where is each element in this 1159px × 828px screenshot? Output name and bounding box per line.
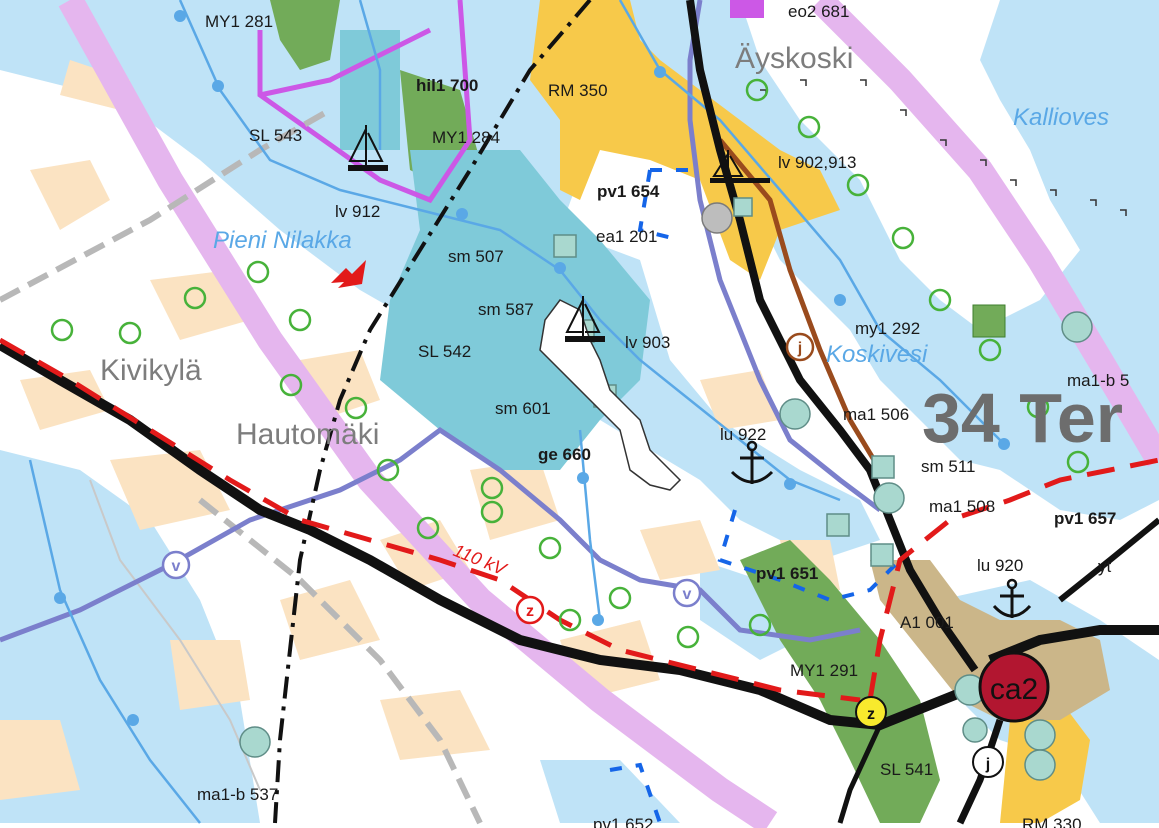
- label-sl-542: SL 542: [418, 342, 471, 361]
- line-nodes: [54, 10, 1010, 726]
- rail-marks-east: [760, 79, 1127, 216]
- label-ma1b-537: ma1-b 537: [197, 785, 278, 804]
- sailboat-icon: [710, 150, 770, 183]
- municipal-boundary: [273, 0, 592, 824]
- label-ge-660: ge 660: [538, 445, 591, 464]
- label-sm-511: sm 511: [921, 457, 976, 476]
- circle-j-icon: j: [972, 746, 1004, 778]
- svg-text:z: z: [867, 706, 875, 723]
- sailboat-icon: [348, 125, 388, 171]
- circle-v-icon: v: [672, 578, 702, 608]
- circle-z-icon: z: [515, 595, 545, 625]
- circle-j-icon: j: [785, 332, 815, 362]
- label-sm-601: sm 601: [495, 399, 551, 418]
- label-my1-284: MY1 284: [432, 128, 500, 147]
- sailboat-icon: [565, 296, 605, 342]
- municipality-label: 34 Ter: [922, 379, 1123, 457]
- water-name-pieni-nilakka: Pieni Nilakka: [213, 227, 352, 254]
- label-ea1-201: ea1 201: [596, 227, 657, 246]
- svg-text:v: v: [683, 586, 692, 603]
- label-lv-912: lv 912: [335, 202, 380, 221]
- label-lv-902-913: lv 902,913: [778, 153, 856, 172]
- label-sl-541: SL 541: [880, 760, 933, 779]
- label-hil1-700: hil1 700: [416, 76, 478, 95]
- magenta-boundary: [257, 0, 473, 204]
- circle-v-icon: v: [161, 550, 191, 580]
- water-name-koskivesi: Koskivesi: [826, 341, 928, 368]
- regional-center-marker[interactable]: [978, 651, 1050, 723]
- gray-dash-line-north: [0, 107, 332, 303]
- label-my1-292: my1 292: [855, 319, 920, 338]
- area-code-labels: MY1 281 eo2 681 hil1 700 RM 350 SL 543 M…: [197, 2, 1129, 828]
- svg-text:j: j: [797, 340, 802, 357]
- label-lu-922: lu 922: [720, 425, 766, 444]
- circle-z-icon: z: [855, 696, 887, 728]
- label-ma1-508: ma1 508: [929, 497, 995, 516]
- agricultural-zone: [530, 0, 840, 280]
- label-pv1-657: pv1 657: [1054, 509, 1116, 528]
- road-south-west: [837, 723, 883, 824]
- anchor-icon: [992, 578, 1032, 618]
- svg-text:v: v: [172, 558, 181, 575]
- road-south: [956, 718, 1004, 825]
- green-ring-symbols: [50, 78, 1090, 649]
- secondary-roads: [0, 0, 882, 643]
- blue-dashed-outlines: [609, 168, 902, 824]
- brown-route: [718, 138, 883, 472]
- label-rm-350: RM 350: [548, 81, 608, 100]
- place-name-kivikyla: Kivikylä: [100, 354, 202, 387]
- ca2-label: ca2: [990, 673, 1038, 706]
- label-lu-920: lu 920: [977, 556, 1023, 575]
- gray-dash-line-south: [198, 497, 483, 825]
- label-a1-001: A1 001: [900, 613, 954, 632]
- green-square-marker: [972, 304, 1006, 338]
- place-name-ayskoski: Äyskoski: [735, 42, 853, 75]
- teal-circle-markers: [239, 311, 1093, 781]
- water-name-kallioves: Kallioves: [1013, 104, 1109, 131]
- label-my1-281: MY1 281: [205, 12, 273, 31]
- label-sm-587: sm 587: [478, 300, 534, 319]
- label-pv1-654: pv1 654: [597, 182, 660, 201]
- power-line-110kv: [0, 337, 861, 703]
- label-sm-507: sm 507: [448, 247, 504, 266]
- red-arrow-icon: [331, 260, 366, 288]
- power-line-east: [867, 457, 1159, 701]
- label-lv-903: lv 903: [625, 333, 670, 352]
- label-pv1-652: pv1 652: [593, 815, 654, 828]
- island-outline: [539, 299, 682, 491]
- pink-corridor-east: [810, 0, 1159, 467]
- anchor-icon: [730, 440, 774, 484]
- gray-circle-marker: [701, 202, 733, 234]
- main-road-north: [686, 0, 979, 673]
- main-road: [0, 340, 982, 731]
- magenta-marker: [730, 0, 764, 18]
- label-sl-543: SL 543: [249, 126, 302, 145]
- place-name-hautomaki: Hautomäki: [236, 418, 379, 451]
- main-road-east: [988, 625, 1159, 665]
- svg-text:j: j: [985, 756, 990, 773]
- label-ma1b-5: ma1-b 5: [1067, 371, 1129, 390]
- pink-corridor-west: [58, 0, 778, 828]
- nature-reserve-sl543: [340, 30, 400, 150]
- label-my1-291: MY1 291: [790, 661, 858, 680]
- label-pv1-651: pv1 651: [756, 564, 818, 583]
- road-northeast: [1058, 517, 1159, 603]
- label-rm-330: RM 330: [1022, 815, 1082, 828]
- label-ma1-506: ma1 506: [843, 405, 909, 424]
- svg-text:z: z: [526, 603, 534, 620]
- label-yt: yt: [1098, 557, 1112, 576]
- label-eo2-681: eo2 681: [788, 2, 849, 21]
